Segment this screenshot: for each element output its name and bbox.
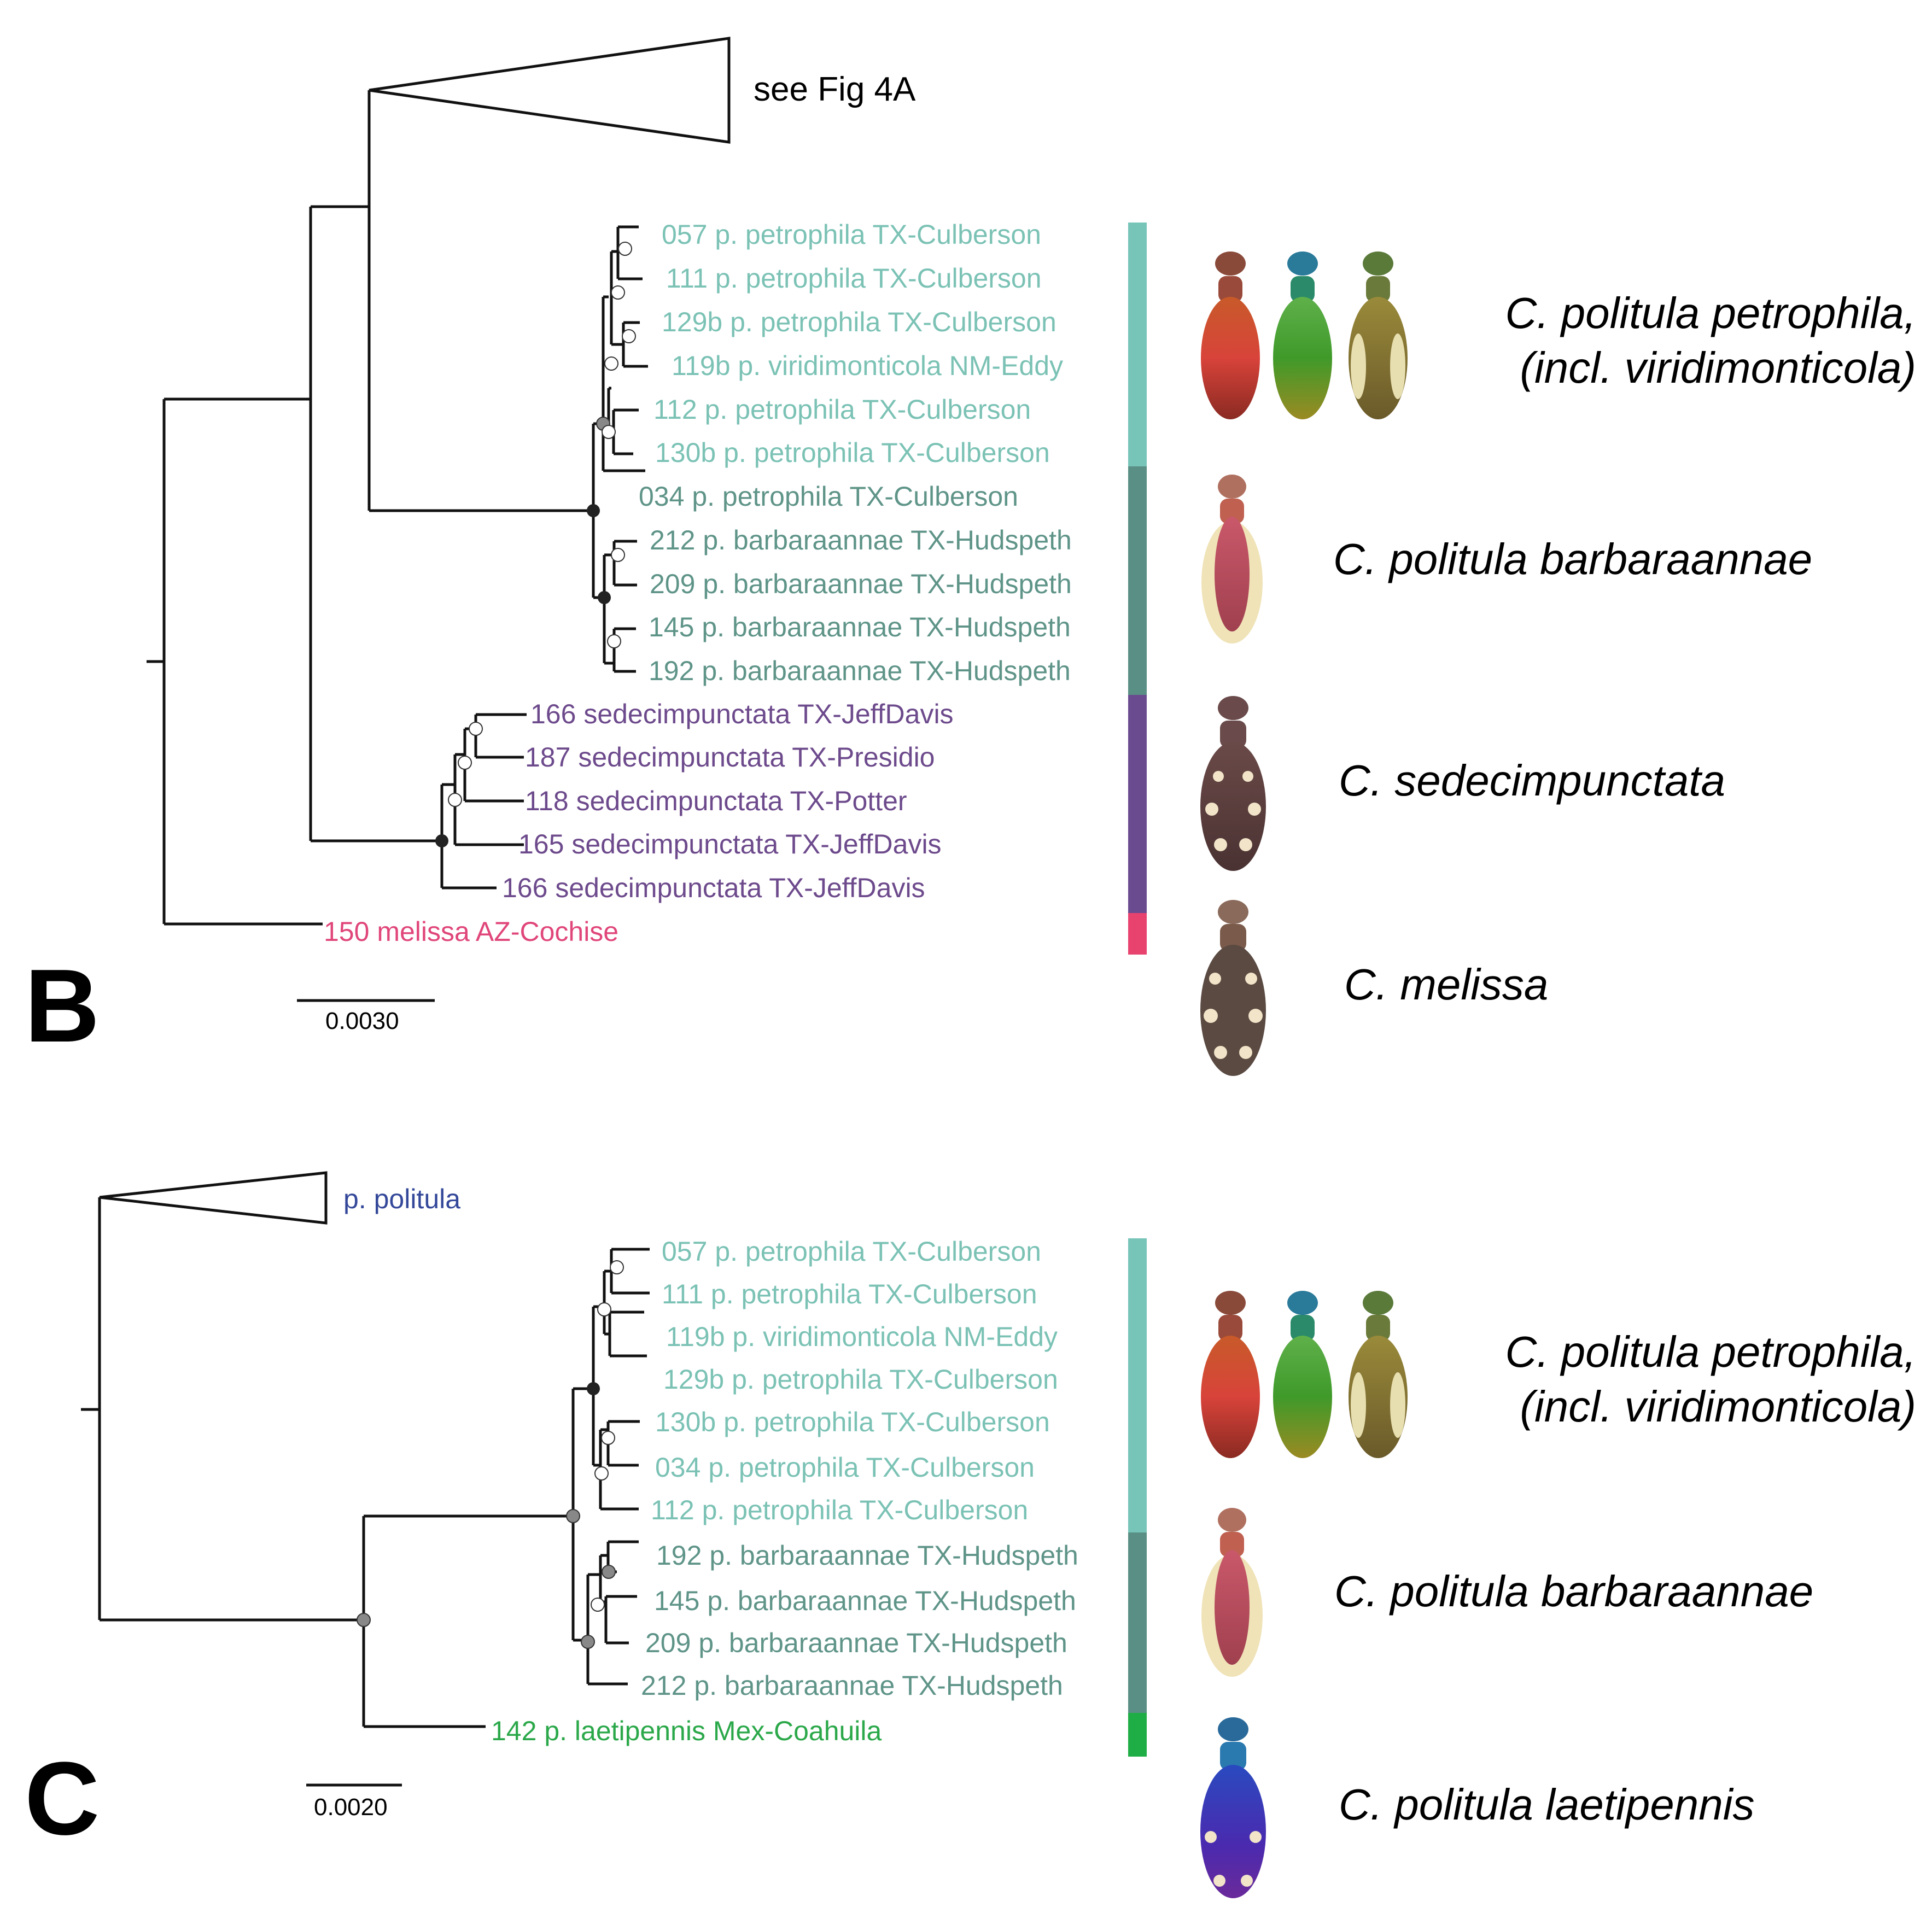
tip-label: 165 sedecimpunctata TX-JeffDavis: [518, 829, 942, 859]
panel-c: p. politula: [25, 1171, 1916, 1898]
tip-label: 034 p. petrophila TX-Culberson: [655, 1452, 1035, 1483]
support-markers: [357, 1260, 624, 1649]
tip-label: 145 p. barbaraannae TX-Hudspeth: [649, 612, 1071, 642]
tip-label: 118 sedecimpunctata TX-Potter: [525, 786, 907, 816]
tip-label: 129b p. petrophila TX-Culberson: [662, 307, 1057, 337]
tip-labels-b: 057 p. petrophila TX-Culberson 111 p. pe…: [324, 219, 1072, 947]
tip-label: 111 p. petrophila TX-Culberson: [666, 263, 1042, 294]
tip-label: 166 sedecimpunctata TX-JeffDavis: [530, 699, 954, 729]
clade-color-bars-c: [1128, 1238, 1147, 1757]
collapsed-clade-triangle: [99, 1171, 328, 1225]
tip-label: 209 p. barbaraannae TX-Hudspeth: [645, 1628, 1067, 1658]
beetle-image-viridimonticola: [1349, 1291, 1408, 1458]
tip-label: 111 p. petrophila TX-Culberson: [662, 1279, 1037, 1309]
tip-label: 130b p. petrophila TX-Culberson: [655, 437, 1050, 468]
tip-label: 119b p. viridimonticola NM-Eddy: [672, 350, 1063, 381]
beetle-image-melissa: [1200, 900, 1266, 1076]
beetle-image-viridimonticola: [1349, 251, 1408, 419]
beetle-image-petrophila-red: [1201, 251, 1260, 419]
beetle-image-barbaraannae: [1201, 1508, 1263, 1677]
tip-label: 209 p. barbaraannae TX-Hudspeth: [650, 569, 1072, 599]
beetle-image-petrophila-green: [1273, 1291, 1332, 1458]
panel-b: see Fig 4A 057 p. petrophila TX-Culberso…: [25, 37, 1916, 1076]
tip-label: 142 p. laetipennis Mex-Coahuila: [491, 1716, 882, 1746]
species-label-petrophila-line2: (incl. viridimonticola): [1520, 1382, 1916, 1431]
tip-label: 057 p. petrophila TX-Culberson: [662, 219, 1041, 250]
tip-label: 112 p. petrophila TX-Culberson: [653, 394, 1031, 425]
species-label-laetipennis: C. politula laetipennis: [1339, 1780, 1754, 1829]
collapsed-clade-label: p. politula: [343, 1184, 460, 1214]
scale-label-c: 0.0020: [314, 1794, 388, 1821]
tip-label: 145 p. barbaraannae TX-Hudspeth: [654, 1585, 1076, 1616]
panel-label-b: B: [25, 948, 100, 1064]
beetle-image-barbaraannae: [1201, 475, 1263, 643]
panel-label-c: C: [25, 1741, 100, 1857]
beetle-image-petrophila-red: [1201, 1291, 1260, 1458]
tip-labels-c: 057 p. petrophila TX-Culberson 111 p. pe…: [491, 1236, 1078, 1746]
tip-label: 192 p. barbaraannae TX-Hudspeth: [649, 656, 1071, 686]
collapsed-clade-label: see Fig 4A: [754, 71, 916, 108]
collapsed-clade-triangle: [369, 37, 731, 144]
species-label-sedecimpunctata: C. sedecimpunctata: [1339, 756, 1725, 805]
tip-label: 057 p. petrophila TX-Culberson: [662, 1236, 1041, 1267]
support-markers: [435, 242, 636, 847]
tip-label: 212 p. barbaraannae TX-Hudspeth: [650, 525, 1072, 555]
beetle-image-laetipennis: [1200, 1717, 1266, 1898]
scale-label-b: 0.0030: [325, 1008, 399, 1034]
tip-label: 192 p. barbaraannae TX-Hudspeth: [656, 1540, 1078, 1571]
species-label-petrophila-line1: C. politula petrophila,: [1505, 289, 1916, 337]
species-label-barbaraannae: C. politula barbaraannae: [1333, 535, 1812, 583]
tip-label: 034 p. petrophila TX-Culberson: [639, 481, 1018, 512]
beetle-image-sedecimpunctata: [1200, 696, 1266, 871]
species-label-barbaraannae: C. politula barbaraannae: [1334, 1567, 1813, 1616]
tip-label: 119b p. viridimonticola NM-Eddy: [666, 1321, 1058, 1352]
tip-label: 112 p. petrophila TX-Culberson: [651, 1495, 1028, 1525]
clade-color-bars-b: [1128, 223, 1147, 955]
tip-label: 130b p. petrophila TX-Culberson: [655, 1407, 1050, 1437]
beetle-image-petrophila-green: [1273, 251, 1332, 419]
species-label-petrophila-line2: (incl. viridimonticola): [1520, 343, 1916, 392]
tip-label: 187 sedecimpunctata TX-Presidio: [525, 742, 935, 773]
tip-label: 129b p. petrophila TX-Culberson: [663, 1364, 1058, 1395]
tip-label: 166 sedecimpunctata TX-JeffDavis: [502, 873, 925, 903]
tip-label: 150 melissa AZ-Cochise: [324, 916, 618, 947]
species-label-melissa: C. melissa: [1344, 960, 1548, 1009]
species-label-petrophila-line1: C. politula petrophila,: [1505, 1327, 1916, 1376]
tip-label: 212 p. barbaraannae TX-Hudspeth: [641, 1670, 1063, 1701]
